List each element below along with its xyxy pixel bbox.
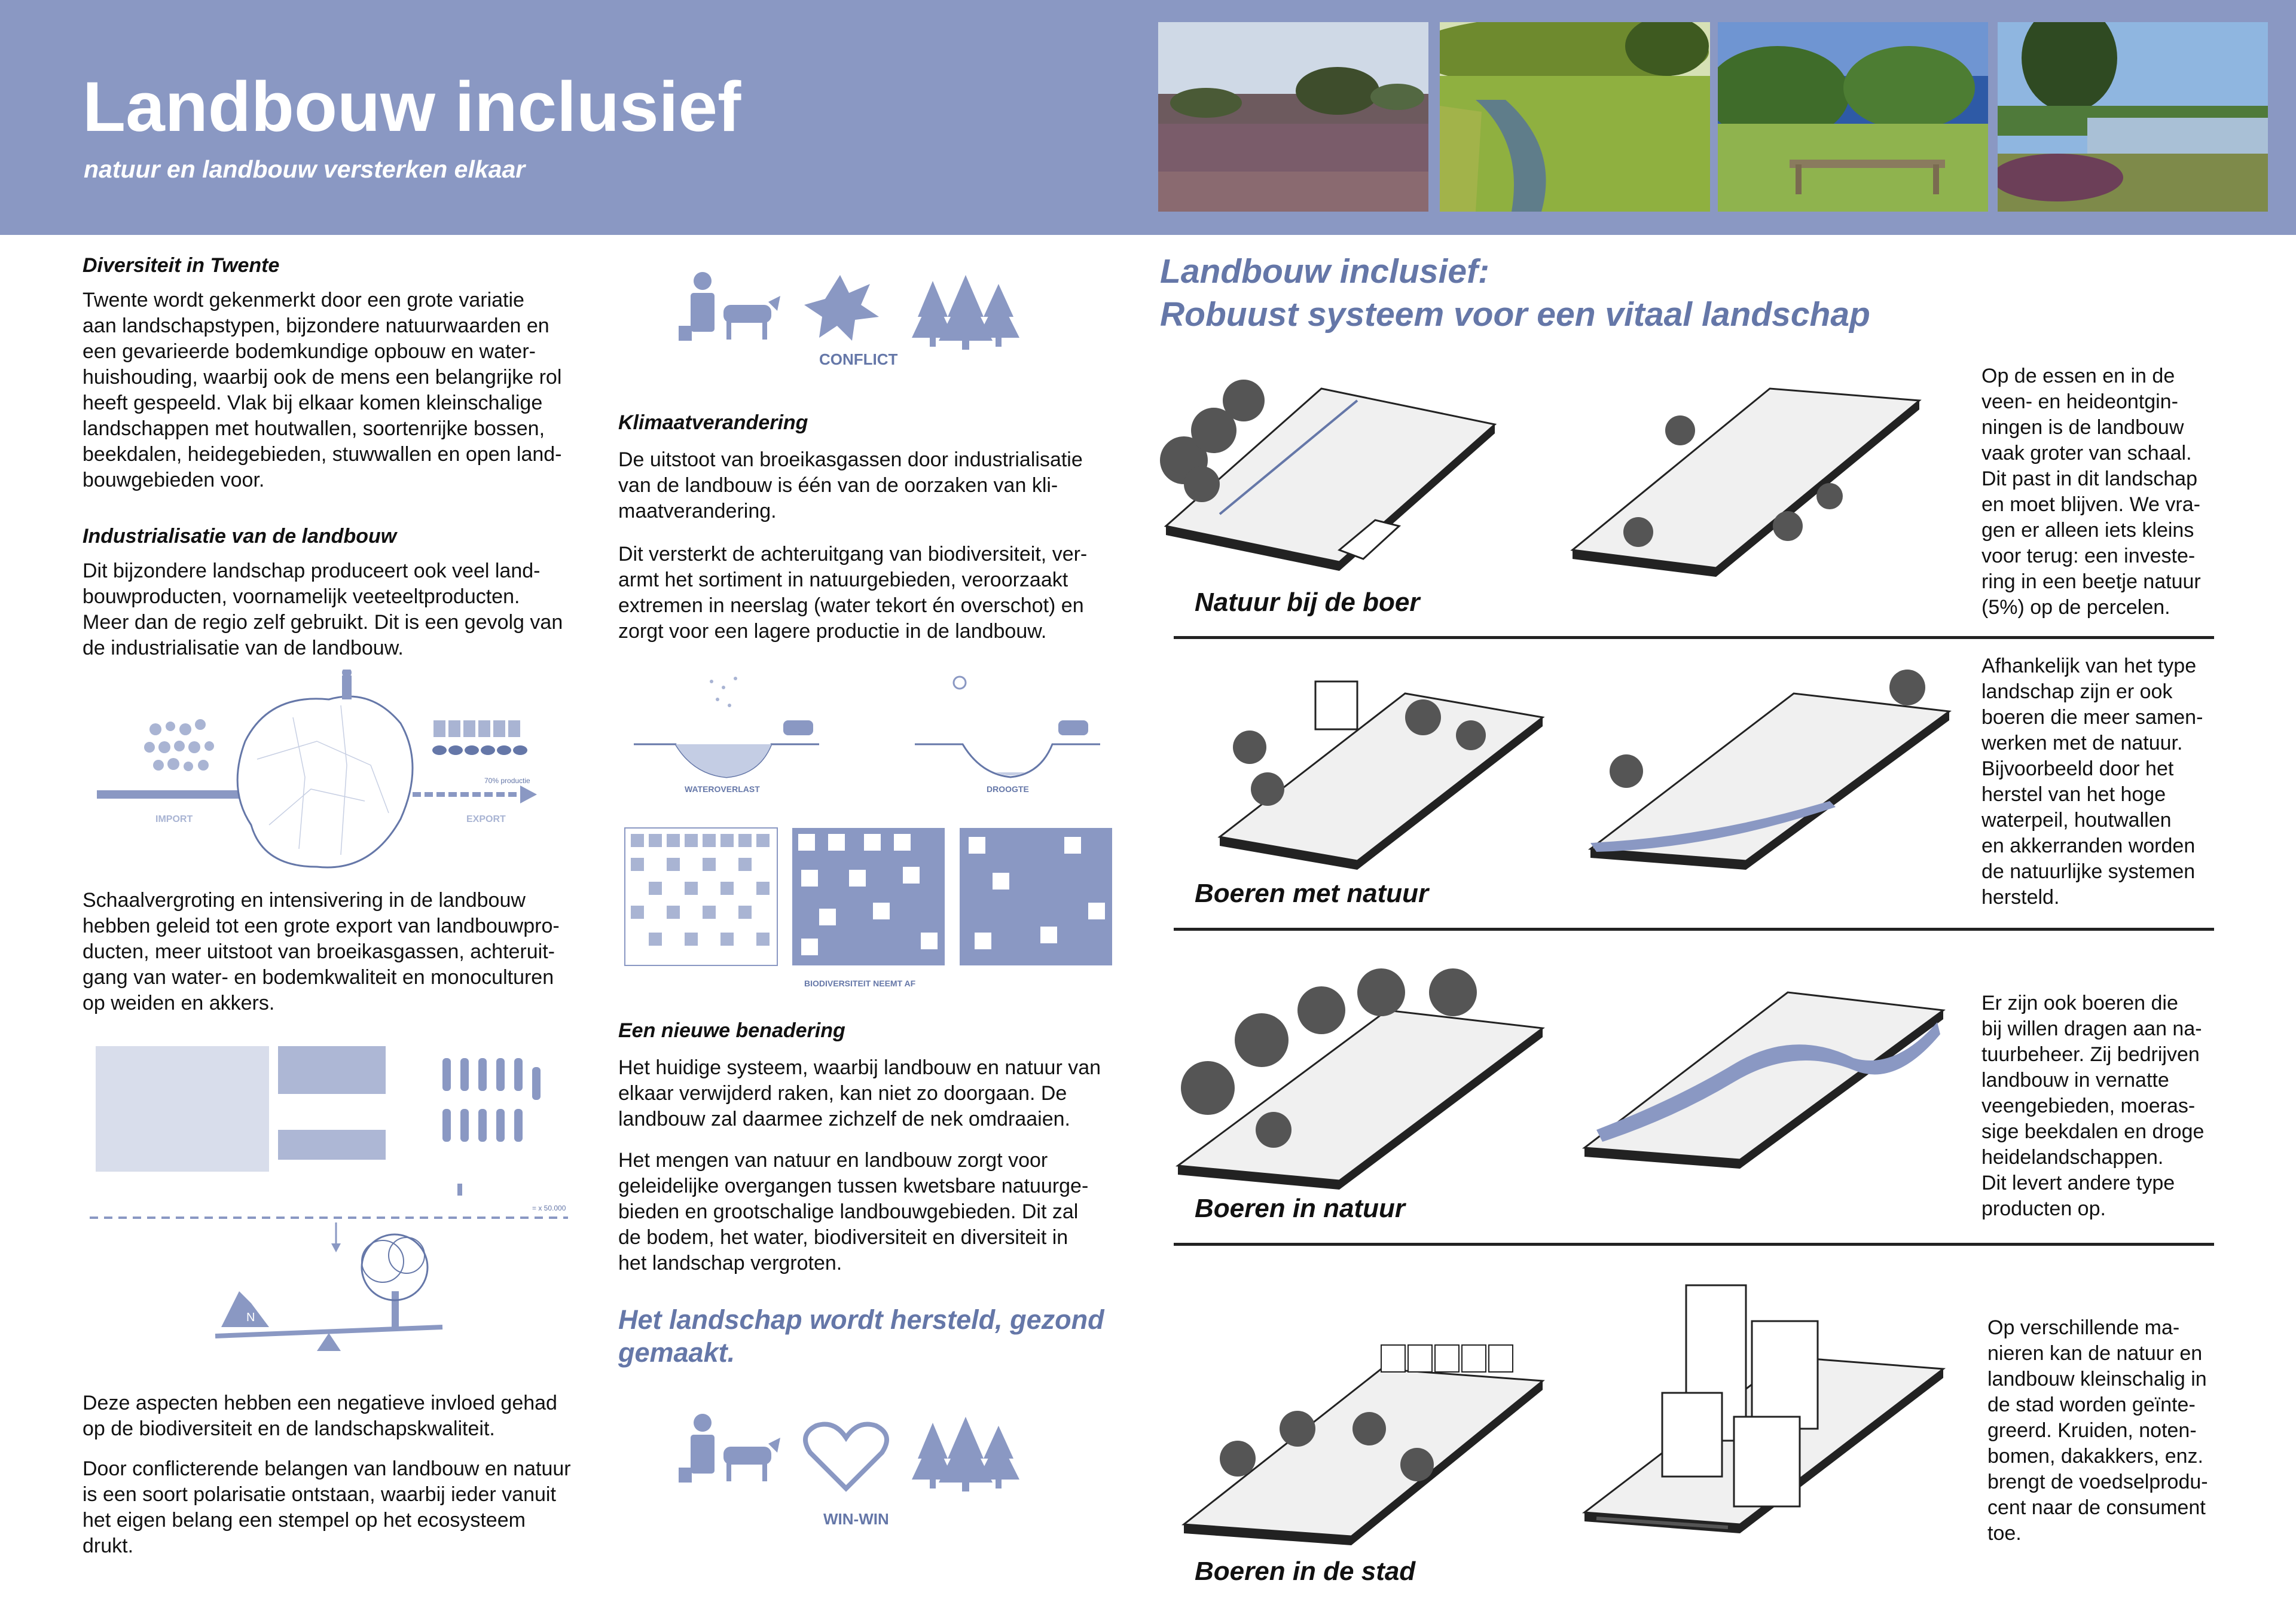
row2-illustration [1172, 652, 1955, 873]
biodiversity-label: BIODIVERSITEIT NEEMT AF [804, 979, 916, 988]
mixing-paragraph: Het mengen van natuur en landbouw zorgt … [618, 1149, 1089, 1274]
conflict-icons: CONFLICT [667, 269, 1037, 371]
climate-effects-paragraph: Dit versterkt de achteruitgang van biodi… [618, 543, 1088, 643]
flood-diagram: WATEROVERLAST [634, 677, 819, 794]
right-heading-1: Landbouw inclusief: [1160, 252, 1489, 291]
section-heading-industrialisation: Industrialisatie van de landbouw [83, 525, 397, 548]
production-label: 70% productie [484, 777, 530, 785]
row-divider [1174, 636, 2214, 639]
row4-illustration [1178, 1261, 1955, 1554]
heath-photo [1158, 22, 1428, 212]
climate-paragraph: De uitstoot van broeikasgassen door indu… [618, 448, 1083, 522]
import-label: IMPORT [155, 814, 193, 824]
scale-paragraph: Schaalvergroting en intensivering in de … [83, 889, 560, 1014]
row-label-boeren-in-de-stad: Boeren in de stad [1195, 1557, 1416, 1586]
scale-label: = x 50.000 [532, 1204, 566, 1212]
drought-label: DROOGTE [987, 784, 1029, 794]
row-label-natuur-bij-de-boer: Natuur bij de boer [1195, 588, 1420, 617]
nitrogen-label: N [246, 1311, 255, 1324]
pond-heath-photo [1998, 22, 2268, 212]
flood-label: WATEROVERLAST [685, 784, 760, 794]
section-heading-diversity: Diversiteit in Twente [83, 254, 280, 277]
import-export-diagram: IMPORT 70% productie EXPORT [90, 670, 568, 885]
industrialisation-paragraph: Dit bijzondere landschap produceert ook … [83, 560, 563, 659]
export-label: EXPORT [466, 814, 506, 824]
conflict-label: CONFLICT [819, 350, 898, 368]
page-title: Landbouw inclusief [83, 68, 741, 146]
drought-diagram: DROOGTE [915, 676, 1100, 794]
diversity-paragraph: Twente wordt gekenmerkt door een grote v… [83, 289, 562, 491]
section-heading-new-approach: Een nieuwe benadering [618, 1019, 845, 1042]
biodiversity-grids: BIODIVERSITEIT NEEMT AF [624, 827, 1112, 988]
polarisation-paragraph: Door conflicterende belangen van landbou… [83, 1457, 571, 1557]
livestock-balance-diagram: = x 50.000 N [90, 1040, 568, 1369]
row-divider [1174, 928, 2214, 931]
win-win-icons: WIN-WIN [667, 1411, 1037, 1530]
stream-meadow-photo [1440, 22, 1710, 212]
row1-illustration [1160, 353, 1955, 580]
row-label-boeren-in-natuur: Boeren in natuur [1195, 1194, 1406, 1223]
row-label-boeren-met-natuur: Boeren met natuur [1195, 879, 1429, 908]
row3-illustration [1166, 950, 1955, 1190]
right-heading-2: Robuust systeem voor een vitaal landscha… [1160, 295, 1870, 334]
row4-description: Op verschillende ma-nieren kan de natuur… [1987, 1316, 2208, 1545]
row-divider [1174, 1243, 2214, 1246]
impact-paragraph: Deze aspecten hebben een negatieve invlo… [83, 1392, 557, 1440]
page-subtitle: natuur en landbouw versterken elkaar [84, 155, 526, 183]
fence-meadow-photo [1718, 22, 1988, 212]
new-approach-paragraph: Het huidige systeem, waarbij landbouw en… [618, 1056, 1101, 1130]
section-heading-climate: Klimaatverandering [618, 411, 808, 434]
winwin-label: WIN-WIN [823, 1510, 889, 1528]
climate-diagram: WATEROVERLAST DROOGTE BIODIVERSITEIT NEE… [622, 670, 1124, 992]
